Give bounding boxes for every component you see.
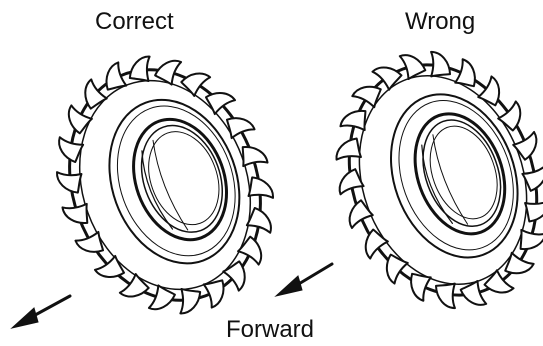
- forward-arrow-icon: [12, 296, 70, 328]
- tread-lug: [358, 226, 391, 258]
- tread-lug: [178, 66, 210, 98]
- tread-lug: [512, 132, 543, 162]
- tread-lug: [98, 62, 130, 95]
- correct-label: Correct: [95, 8, 174, 36]
- forward-arrow-icon: [276, 264, 332, 296]
- tire-icon: [302, 21, 543, 338]
- forward-label: Forward: [226, 316, 314, 344]
- tread-lug: [495, 101, 528, 133]
- tread-lug: [199, 275, 231, 308]
- tread-lug: [63, 105, 94, 135]
- tread-lug: [236, 234, 267, 264]
- tread-lug: [344, 198, 375, 228]
- tread-lug: [120, 272, 152, 304]
- tire-icon: [22, 26, 308, 344]
- wrong-label: Wrong: [405, 8, 475, 36]
